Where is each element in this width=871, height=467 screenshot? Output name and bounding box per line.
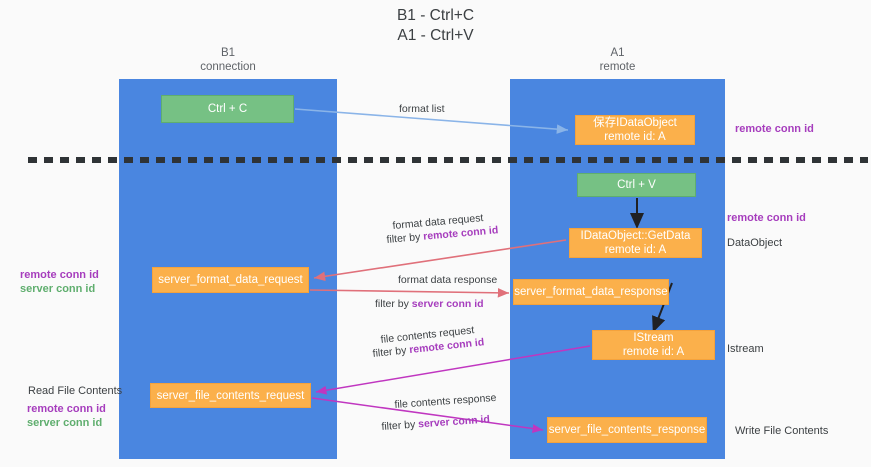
box-istream[interactable]: IStream remote id: A — [592, 330, 715, 360]
lane-header-b1: B1 connection — [200, 47, 256, 73]
box-server-format-data-request[interactable]: server_format_data_request — [152, 267, 309, 293]
filter-prefix: filter by — [386, 230, 424, 246]
label-left-mid-remote: remote conn id — [20, 269, 99, 281]
edge-label-format-data-response: format data response — [398, 274, 498, 286]
box-server-file-contents-request[interactable]: server_file_contents_request — [150, 383, 311, 408]
label-istream: Istream — [727, 343, 764, 355]
box-idataobject-getdata[interactable]: IDataObject::GetData remote id: A — [569, 228, 702, 258]
box-ctrl-v[interactable]: Ctrl + V — [577, 173, 696, 197]
box-ctrl-c[interactable]: Ctrl + C — [161, 95, 294, 123]
label-left-mid-server: server conn id — [20, 283, 96, 295]
label-left-conn-ids-bottom: remote conn id server conn id — [27, 402, 106, 430]
edge-label-file-contents-response: file contents response — [394, 391, 497, 411]
label-write-file-contents: Write File Contents — [735, 425, 829, 437]
label-left-conn-ids-mid: remote conn id server conn id — [20, 268, 99, 296]
box-server-format-data-response[interactable]: server_format_data_response — [513, 279, 669, 305]
filter-prefix: filter by — [372, 344, 410, 360]
label-remote-conn-id-mid: remote conn id — [727, 212, 806, 224]
lane-header-a1: A1 remote — [599, 47, 636, 73]
label-left-bot-server: server conn id — [27, 417, 103, 429]
filter-key-server-conn-id: server conn id — [411, 298, 484, 310]
edge-label-format-data-response-filter: filter by server conn id — [375, 297, 484, 311]
box-server-file-contents-response[interactable]: server_file_contents_response — [547, 417, 707, 443]
label-left-bot-remote: remote conn id — [27, 403, 106, 415]
label-remote-conn-id-top: remote conn id — [735, 123, 814, 135]
filter-key-server-conn-id: server conn id — [417, 413, 491, 431]
filter-prefix: filter by — [375, 298, 412, 310]
filter-prefix: filter by — [381, 418, 419, 433]
box-idataobject[interactable]: 保存IDataObject remote id: A — [575, 115, 695, 145]
wire-format-data-response — [309, 288, 510, 298]
edge-label-file-contents-response-filter: filter by server conn id — [381, 412, 490, 434]
edge-label-format-list: format list — [399, 103, 445, 115]
label-dataobject: DataObject — [727, 237, 783, 249]
label-read-file-contents: Read File Contents — [28, 385, 123, 397]
page-title: B1 - Ctrl+C A1 - Ctrl+V — [396, 7, 475, 44]
